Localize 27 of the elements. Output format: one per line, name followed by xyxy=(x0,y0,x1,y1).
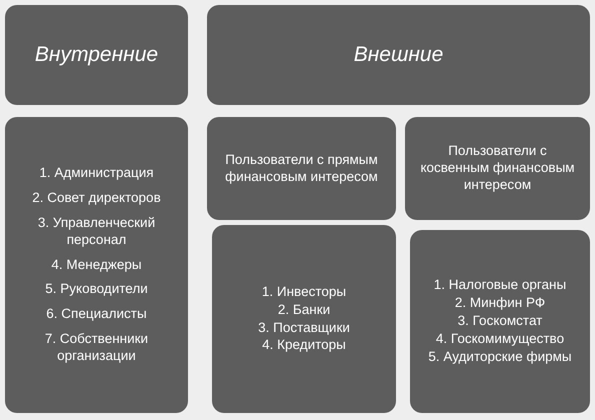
list-item: 7. Собственники организации xyxy=(44,331,150,365)
heading-text: Внутренние xyxy=(34,42,158,68)
list-item: 3. Госкомстат xyxy=(458,313,542,330)
category-text: Пользователи с косвенным финансовым интересом xyxy=(419,143,576,194)
list-item: 1. Налоговые органы xyxy=(434,277,566,294)
list-item: 4. Кредиторы xyxy=(262,337,346,354)
list-box xyxy=(5,117,188,413)
list-item: 4. Госкомимущество xyxy=(436,330,564,348)
list-box xyxy=(212,225,396,413)
list-item: 3. Поставщики xyxy=(258,320,350,336)
heading-text: Внешние xyxy=(354,42,444,68)
heading-box xyxy=(207,5,590,105)
list-box xyxy=(410,230,590,413)
heading-box xyxy=(5,5,188,105)
list-item: 2. Минфин РФ xyxy=(454,295,546,312)
list-item: 2. Совет директоров xyxy=(32,190,161,207)
category-text: Пользователи с прямым финансовым интересом xyxy=(224,152,379,186)
list-item: 3. Управленческий персонал xyxy=(36,214,156,249)
list-item: 2. Банки xyxy=(278,302,330,318)
list-item: 6. Специалисты xyxy=(46,306,147,324)
list-item: 4. Менеджеры xyxy=(51,256,142,274)
list-item: 1. Администрация xyxy=(39,165,154,182)
list-item: 5. Руководители xyxy=(45,281,148,298)
list-item: 1. Инвесторы xyxy=(262,284,346,301)
category-box xyxy=(405,117,590,220)
category-box xyxy=(207,117,396,220)
list-item: 5. Аудиторские фирмы xyxy=(428,348,572,366)
